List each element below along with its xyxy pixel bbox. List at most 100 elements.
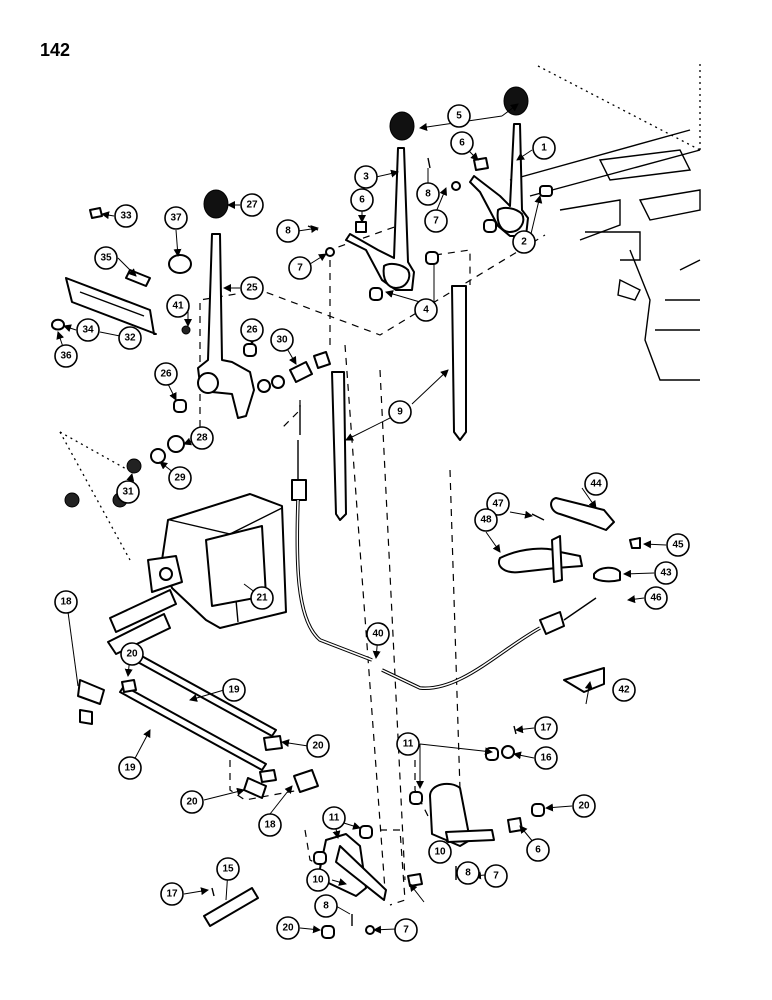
svg-text:11: 11 — [329, 813, 340, 824]
callout-9: 9 — [388, 400, 412, 424]
lever-knob-right — [503, 86, 529, 116]
svg-text:17: 17 — [166, 889, 178, 900]
svg-text:20: 20 — [126, 649, 138, 660]
friction-bracket — [51, 269, 157, 335]
callout-6: 6 — [526, 838, 550, 862]
callout-44: 44 — [584, 472, 608, 496]
control-lever-left — [345, 111, 415, 291]
svg-text:19: 19 — [124, 763, 136, 774]
callout-17: 17 — [160, 882, 184, 906]
svg-text:30: 30 — [276, 335, 288, 346]
svg-text:19: 19 — [228, 685, 240, 696]
governor-linkage — [498, 497, 641, 693]
callout-1: 1 — [532, 136, 556, 160]
svg-text:3: 3 — [363, 172, 369, 183]
svg-text:9: 9 — [397, 407, 403, 418]
svg-text:32: 32 — [124, 333, 136, 344]
svg-text:18: 18 — [60, 597, 72, 608]
svg-text:40: 40 — [372, 629, 384, 640]
callout-18: 18 — [258, 813, 282, 837]
svg-text:33: 33 — [120, 211, 132, 222]
svg-text:35: 35 — [100, 253, 112, 264]
svg-text:6: 6 — [359, 195, 365, 206]
svg-text:25: 25 — [246, 283, 258, 294]
svg-text:28: 28 — [196, 433, 208, 444]
svg-text:29: 29 — [174, 473, 186, 484]
callout-20: 20 — [276, 916, 300, 940]
svg-text:1: 1 — [541, 143, 547, 154]
callout-2: 2 — [512, 230, 536, 254]
callout-6: 6 — [350, 188, 374, 212]
callout-27: 27 — [240, 193, 264, 217]
svg-text:26: 26 — [246, 325, 258, 336]
callout-8: 8 — [456, 861, 480, 885]
callout-30: 30 — [270, 328, 294, 352]
throttle-knob — [203, 189, 229, 219]
callout-6: 6 — [450, 131, 474, 155]
svg-text:7: 7 — [493, 871, 499, 882]
svg-text:8: 8 — [285, 226, 291, 237]
lever-knob-left — [389, 111, 415, 141]
callout-36: 36 — [54, 344, 78, 368]
page-number: 142 — [40, 40, 71, 60]
svg-text:27: 27 — [246, 200, 258, 211]
throttle-lever — [197, 189, 255, 419]
svg-text:36: 36 — [60, 351, 72, 362]
callout-31: 31 — [116, 480, 140, 504]
callout-25: 25 — [240, 276, 264, 300]
svg-text:10: 10 — [434, 847, 446, 858]
connecting-rods — [331, 285, 467, 521]
callout-3: 3 — [354, 165, 378, 189]
svg-text:48: 48 — [480, 515, 492, 526]
svg-text:21: 21 — [256, 593, 268, 604]
callout-28: 28 — [190, 426, 214, 450]
svg-text:6: 6 — [459, 138, 465, 149]
callout-7: 7 — [394, 918, 418, 942]
svg-text:41: 41 — [172, 301, 184, 312]
svg-text:46: 46 — [650, 593, 662, 604]
svg-text:15: 15 — [222, 864, 234, 875]
callout-41: 41 — [166, 294, 190, 318]
svg-text:44: 44 — [590, 479, 602, 490]
svg-text:20: 20 — [282, 923, 294, 934]
svg-text:47: 47 — [492, 499, 504, 510]
callout-4: 4 — [414, 298, 438, 322]
svg-text:4: 4 — [423, 305, 429, 316]
svg-text:37: 37 — [170, 213, 182, 224]
callout-7: 7 — [288, 256, 312, 280]
callout-42: 42 — [612, 678, 636, 702]
svg-text:17: 17 — [540, 723, 552, 734]
svg-text:45: 45 — [672, 540, 684, 551]
callout-8: 8 — [314, 894, 338, 918]
shift-rods — [77, 653, 319, 799]
svg-text:16: 16 — [540, 753, 552, 764]
callout-8: 8 — [416, 182, 440, 206]
svg-text:7: 7 — [403, 925, 409, 936]
lower-shift-arm-left — [313, 825, 423, 935]
callout-19: 19 — [118, 756, 142, 780]
callout-34: 34 — [76, 318, 100, 342]
callout-8: 8 — [276, 219, 300, 243]
callout-7: 7 — [424, 209, 448, 233]
tractor-frame-background — [509, 60, 701, 381]
callout-43: 43 — [654, 561, 678, 585]
svg-text:11: 11 — [403, 739, 414, 750]
svg-text:10: 10 — [312, 875, 324, 886]
svg-text:18: 18 — [264, 820, 276, 831]
callout-26: 26 — [154, 362, 178, 386]
control-cable — [291, 405, 597, 690]
callout-37: 37 — [164, 206, 188, 230]
small-hardware-lever-25 — [89, 207, 331, 413]
callout-40: 40 — [366, 622, 390, 646]
callout-20: 20 — [180, 790, 204, 814]
callout-19: 19 — [222, 678, 246, 702]
svg-text:2: 2 — [521, 237, 527, 248]
callout-45: 45 — [666, 533, 690, 557]
callout-20: 20 — [306, 734, 330, 758]
control-housing — [64, 492, 287, 655]
callout-7: 7 — [484, 864, 508, 888]
callout-20: 20 — [572, 794, 596, 818]
svg-text:20: 20 — [578, 801, 590, 812]
svg-text:34: 34 — [82, 325, 94, 336]
